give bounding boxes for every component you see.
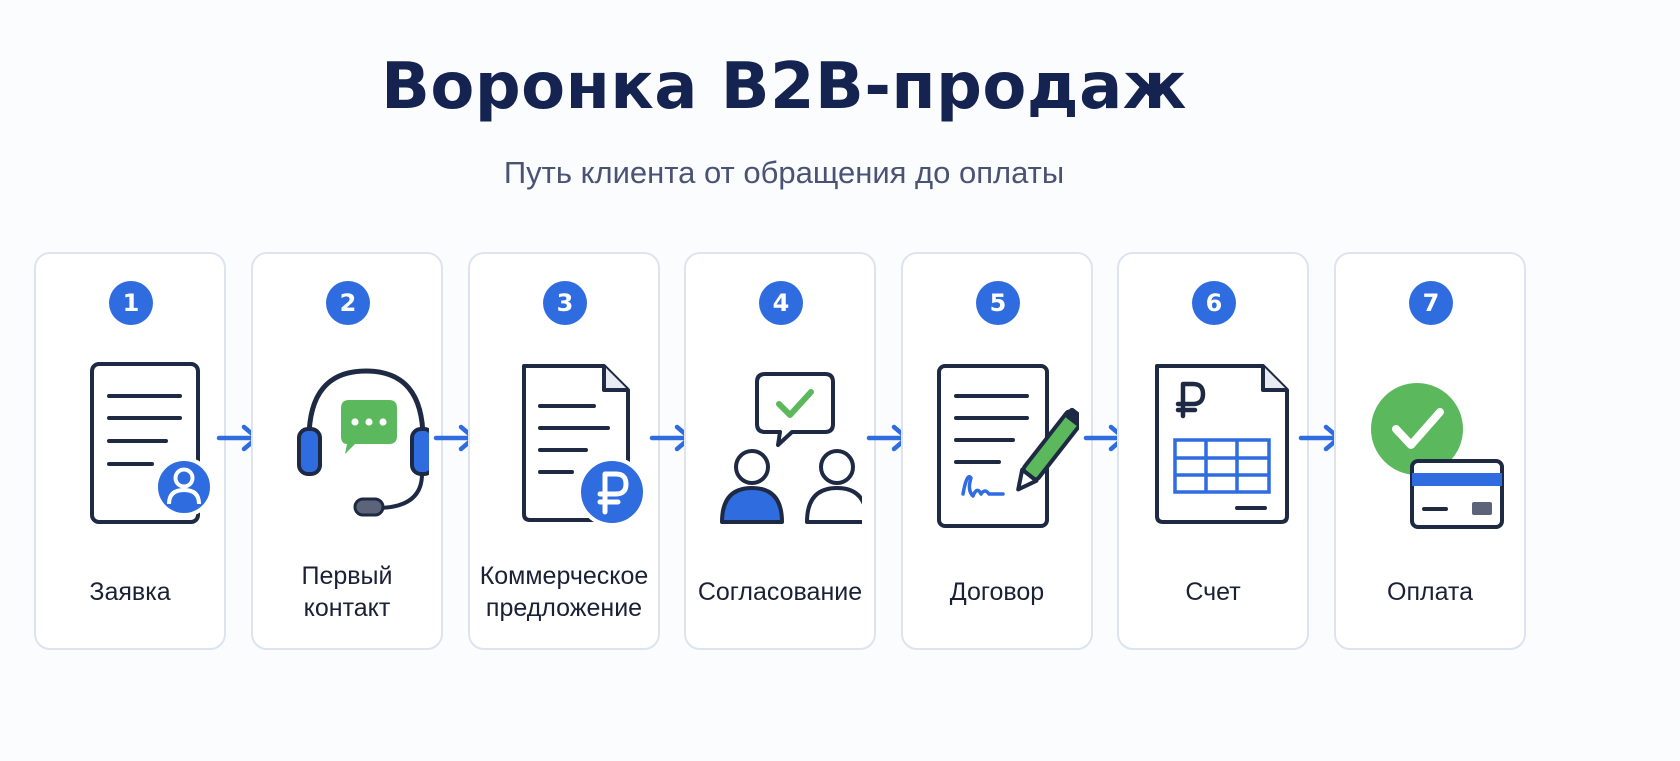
step-card-2: 2 Первый контакт (251, 252, 443, 650)
document-ruble-icon (522, 364, 646, 527)
invoice-ruble-icon (1155, 364, 1289, 524)
step-card-4: 4 Согласование (684, 252, 876, 650)
step-card-6: 6 Счет (1117, 252, 1309, 650)
step-label: Счет (1185, 578, 1241, 606)
step-number-badge: 6 (1192, 281, 1236, 325)
step-card-1: 1 Заявка (34, 252, 226, 650)
step-number-badge: 2 (326, 281, 370, 325)
step-label: Договор (949, 578, 1045, 606)
document-user-icon (90, 362, 212, 524)
step-label: Первый контакт (301, 562, 393, 622)
payment-card-check-icon (1371, 383, 1504, 529)
people-approval-icon (720, 372, 862, 524)
step-number-badge: 1 (109, 281, 153, 325)
contract-signature-icon (937, 364, 1079, 528)
step-label: Заявка (89, 578, 171, 606)
step-card-7: 7 Оплата (1334, 252, 1526, 650)
step-number-badge: 7 (1409, 281, 1453, 325)
step-label: Оплата (1387, 578, 1473, 606)
step-number-badge: 5 (976, 281, 1020, 325)
headset-chat-icon (297, 368, 429, 517)
step-label: Коммерческое предложение (479, 562, 649, 622)
page-title: Воронка B2B-продаж (381, 50, 1187, 124)
step-card-5: 5 Договор (901, 252, 1093, 650)
step-number-badge: 3 (543, 281, 587, 325)
step-number-badge: 4 (759, 281, 803, 325)
page-subtitle: Путь клиента от обращения до оплаты (503, 155, 1065, 190)
step-card-3: 3 Коммерческое предложение (468, 252, 660, 650)
step-label: Согласование (697, 578, 863, 606)
